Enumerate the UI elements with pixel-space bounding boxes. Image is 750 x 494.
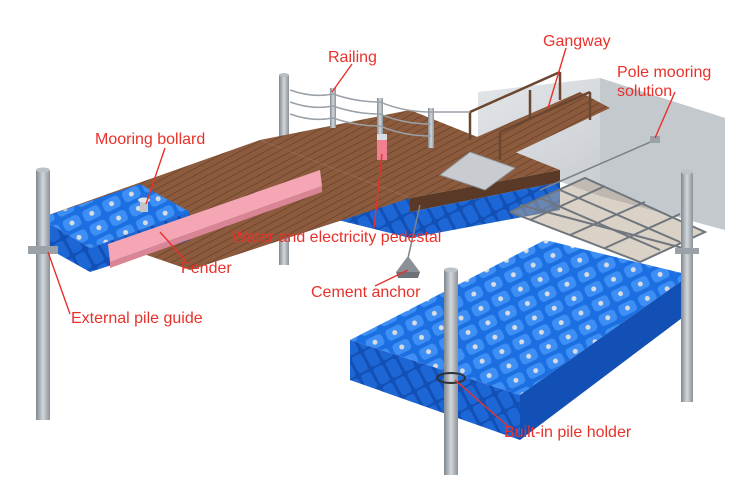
fender-row	[108, 170, 322, 268]
label-fender: Fender	[181, 260, 232, 277]
cement-anchor	[396, 204, 421, 278]
label-cement-anchor: Cement anchor	[311, 284, 421, 301]
label-gangway: Gangway	[543, 33, 611, 50]
water-electricity-pedestal	[377, 134, 387, 160]
railing-posts	[289, 88, 470, 148]
label-mooring-bollard: Mooring bollard	[95, 131, 205, 148]
label-pole-mooring-line1: Pole mooring	[617, 64, 711, 81]
leader-lines	[47, 47, 676, 429]
label-pole-mooring-line2: solution	[617, 83, 672, 100]
pole-mooring-chain	[539, 136, 660, 191]
steel-frame	[509, 176, 708, 264]
label-railing: Railing	[328, 49, 377, 66]
piles-front	[28, 167, 699, 475]
lower-float-platform	[350, 240, 690, 440]
label-builtin-pile-holder: Built-in pile holder	[504, 424, 632, 441]
gangway-ramp	[438, 70, 610, 191]
labels: Railing Gangway Pole mooring solution Mo…	[71, 33, 711, 441]
label-external-pile-guide: External pile guide	[71, 310, 203, 327]
label-water-electricity-pedestal: Water and electricity pedestal	[232, 229, 441, 246]
